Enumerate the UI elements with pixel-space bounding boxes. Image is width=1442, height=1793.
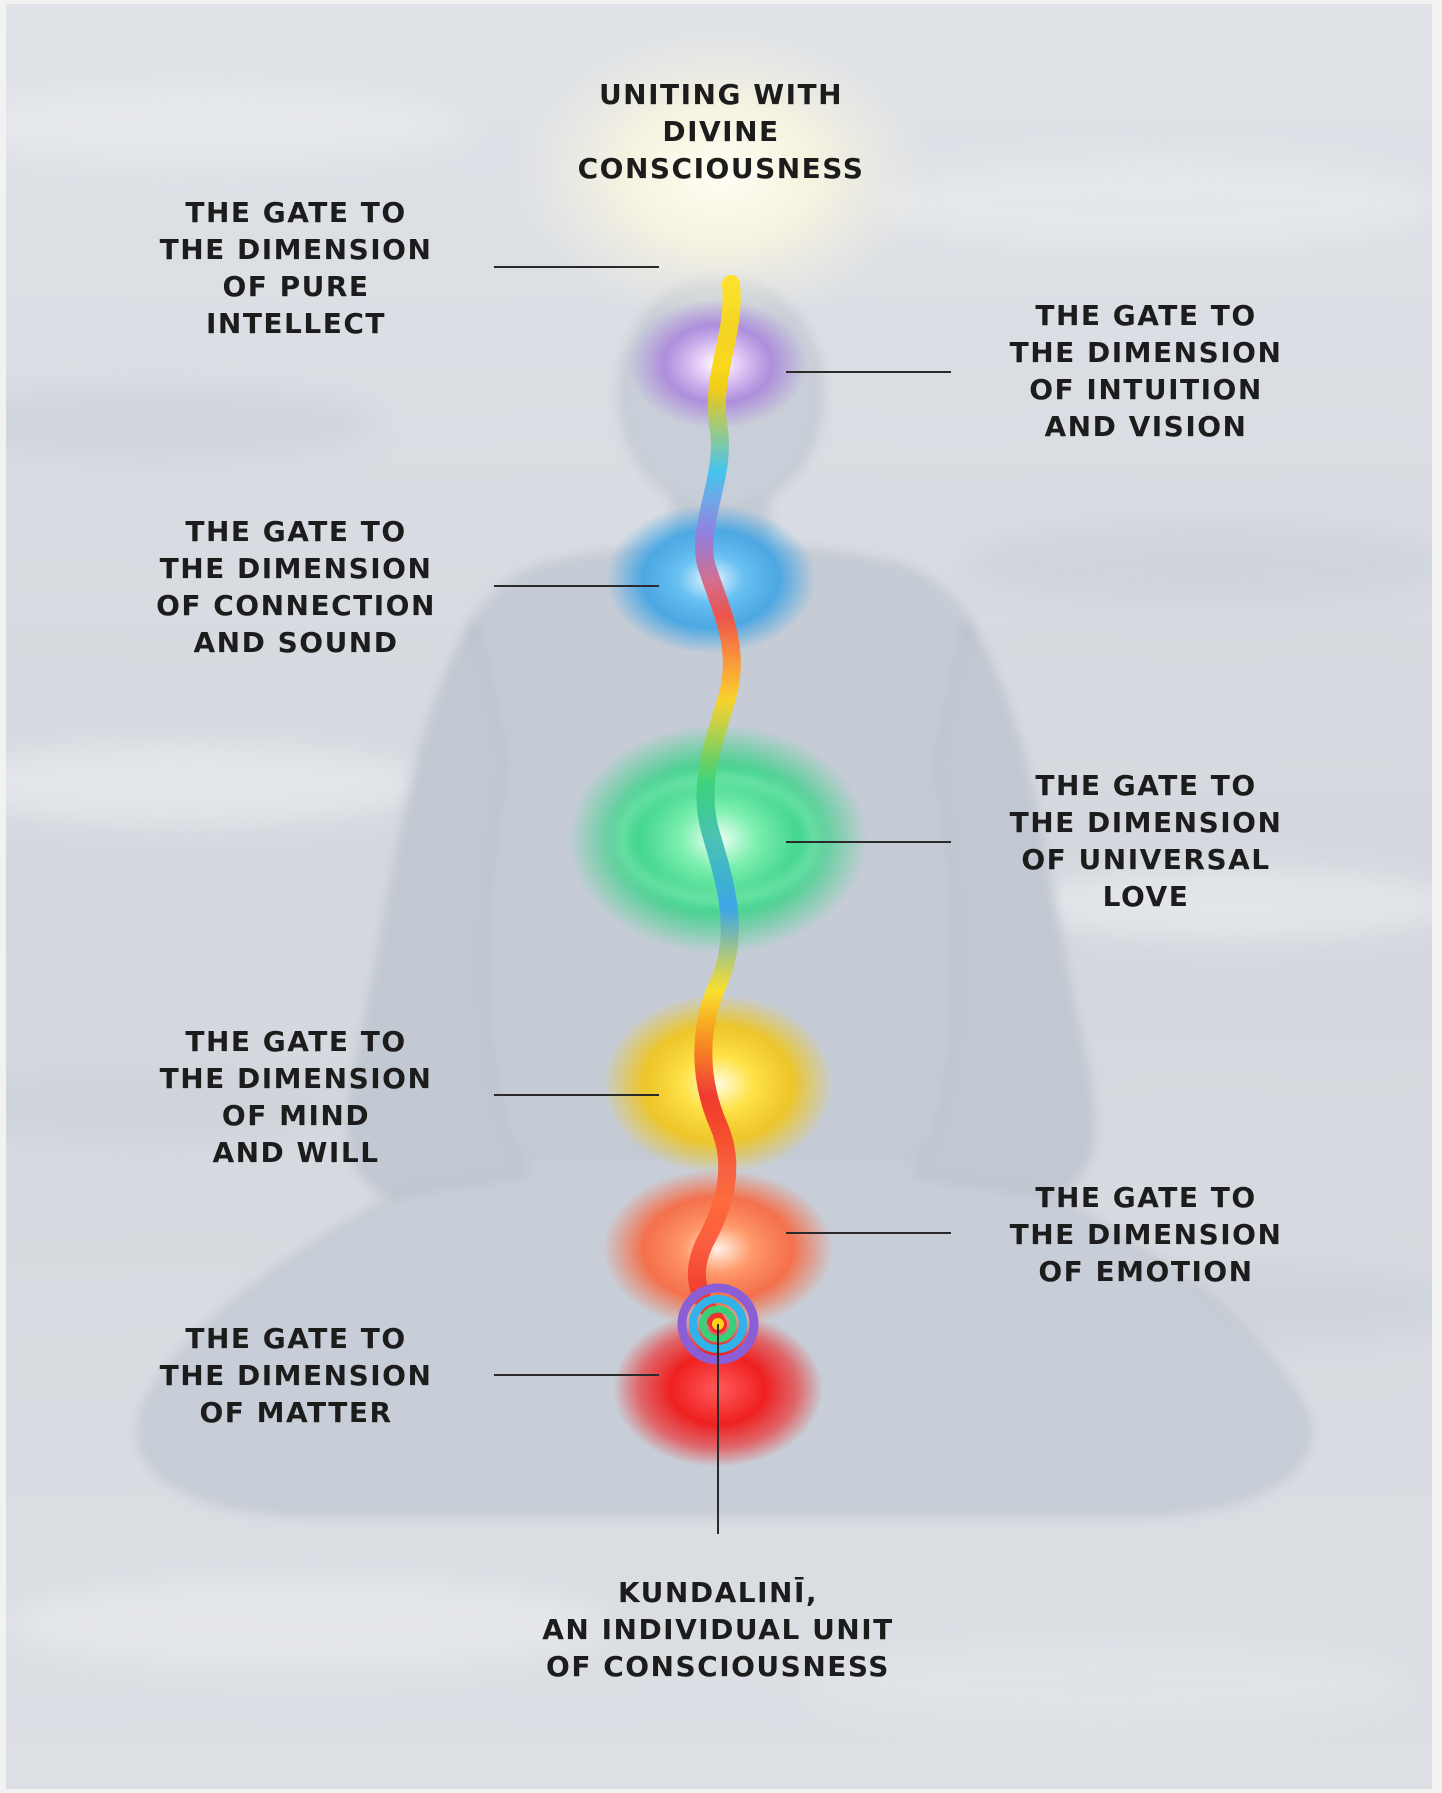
label-line: THE GATE TO — [146, 194, 446, 231]
label-line: OF UNIVERSAL — [996, 841, 1296, 878]
label-line: THE GATE TO — [146, 513, 446, 550]
label-line: OF MATTER — [146, 1394, 446, 1431]
gate-mind-will-label: THE GATE TO THE DIMENSION OF MIND AND WI… — [146, 1023, 446, 1171]
gate-emotion-label: THE GATE TO THE DIMENSION OF EMOTION — [996, 1179, 1296, 1290]
gate-matter-label: THE GATE TO THE DIMENSION OF MATTER — [146, 1320, 446, 1431]
label-line: KUNDALINĪ, — [518, 1574, 918, 1611]
label-line: THE GATE TO — [146, 1320, 446, 1357]
label-line: OF INTUITION — [996, 371, 1296, 408]
gate-intuition-vision-label: THE GATE TO THE DIMENSION OF INTUITION A… — [996, 297, 1296, 445]
uniting-with-divine-consciousness-label: UNITING WITH DIVINE CONSCIOUSNESS — [546, 76, 896, 187]
label-line: THE GATE TO — [996, 1179, 1296, 1216]
label-line: AN INDIVIDUAL UNIT — [518, 1611, 918, 1648]
gate-connection-sound-label: THE GATE TO THE DIMENSION OF CONNECTION … — [146, 513, 446, 661]
leader-line-intuition-vision — [786, 371, 951, 373]
label-line: OF CONSCIOUSNESS — [518, 1648, 918, 1685]
label-line: THE DIMENSION — [996, 334, 1296, 371]
label-line: THE DIMENSION — [996, 804, 1296, 841]
label-line: THE GATE TO — [146, 1023, 446, 1060]
label-line: CONSCIOUSNESS — [546, 150, 896, 187]
label-line: AND VISION — [996, 408, 1296, 445]
label-line: THE DIMENSION — [996, 1216, 1296, 1253]
leader-line-emotion — [786, 1232, 951, 1234]
label-line: THE GATE TO — [996, 767, 1296, 804]
kundalini-label: KUNDALINĪ, AN INDIVIDUAL UNIT OF CONSCIO… — [518, 1574, 918, 1685]
leader-line-universal-love — [786, 841, 951, 843]
leader-line-kundalini — [717, 1324, 719, 1534]
label-line: THE GATE TO — [996, 297, 1296, 334]
label-line: OF MIND — [146, 1097, 446, 1134]
label-line: OF CONNECTION — [146, 587, 446, 624]
label-line: THE DIMENSION — [146, 550, 446, 587]
label-line: DIVINE — [546, 113, 896, 150]
gate-pure-intellect-label: THE GATE TO THE DIMENSION OF PURE INTELL… — [146, 194, 446, 342]
label-line: LOVE — [996, 878, 1296, 915]
label-line: THE DIMENSION — [146, 1060, 446, 1097]
label-line: INTELLECT — [146, 305, 446, 342]
chakra-illustration: UNITING WITH DIVINE CONSCIOUSNESS THE GA… — [6, 4, 1432, 1789]
label-line: THE DIMENSION — [146, 1357, 446, 1394]
leader-line-pure-intellect — [494, 266, 659, 268]
label-line: OF PURE — [146, 268, 446, 305]
leader-line-connection-sound — [494, 585, 659, 587]
leader-line-matter — [494, 1374, 659, 1376]
label-line: UNITING WITH — [546, 76, 896, 113]
gate-universal-love-label: THE GATE TO THE DIMENSION OF UNIVERSAL L… — [996, 767, 1296, 915]
label-line: AND SOUND — [146, 624, 446, 661]
label-line: AND WILL — [146, 1134, 446, 1171]
label-line: OF EMOTION — [996, 1253, 1296, 1290]
leader-line-mind-will — [494, 1094, 659, 1096]
label-line: THE DIMENSION — [146, 231, 446, 268]
